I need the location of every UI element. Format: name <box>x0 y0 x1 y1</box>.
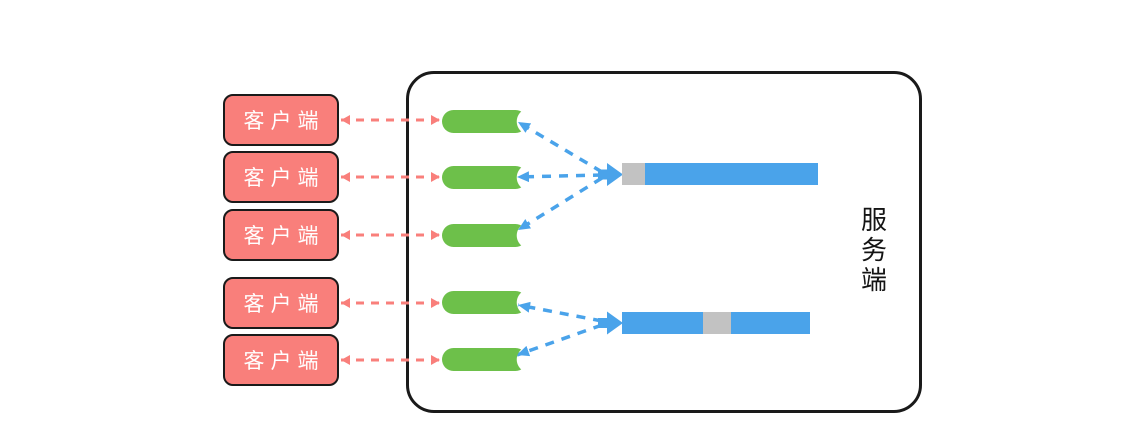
server-label: 服 务 端 <box>849 206 899 296</box>
worker-pill <box>442 348 527 371</box>
bar-segment-gray <box>622 163 645 185</box>
client-label: 客户端 <box>243 224 325 248</box>
client-label: 客户端 <box>243 166 325 190</box>
thread-bar <box>622 312 810 334</box>
worker-pill <box>442 110 527 133</box>
client-box: 客户端 <box>223 94 339 146</box>
server-label-char: 端 <box>860 266 887 296</box>
client-label: 客户端 <box>243 349 325 373</box>
bar-segment-gray <box>703 312 731 334</box>
worker-pill <box>442 291 527 314</box>
client-box: 客户端 <box>223 277 339 329</box>
bar-segment-blue <box>645 163 818 185</box>
bar-segment-blue <box>622 312 703 334</box>
server-label-char: 服 <box>860 206 887 236</box>
worker-pill <box>442 224 527 247</box>
client-label: 客户端 <box>243 109 325 133</box>
client-box: 客户端 <box>223 209 339 261</box>
client-box: 客户端 <box>223 151 339 203</box>
worker-pill <box>442 166 527 189</box>
bar-segment-blue <box>731 312 810 334</box>
server-label-char: 务 <box>860 236 887 266</box>
client-box: 客户端 <box>223 334 339 386</box>
client-label: 客户端 <box>243 292 325 316</box>
thread-bar <box>622 163 818 185</box>
